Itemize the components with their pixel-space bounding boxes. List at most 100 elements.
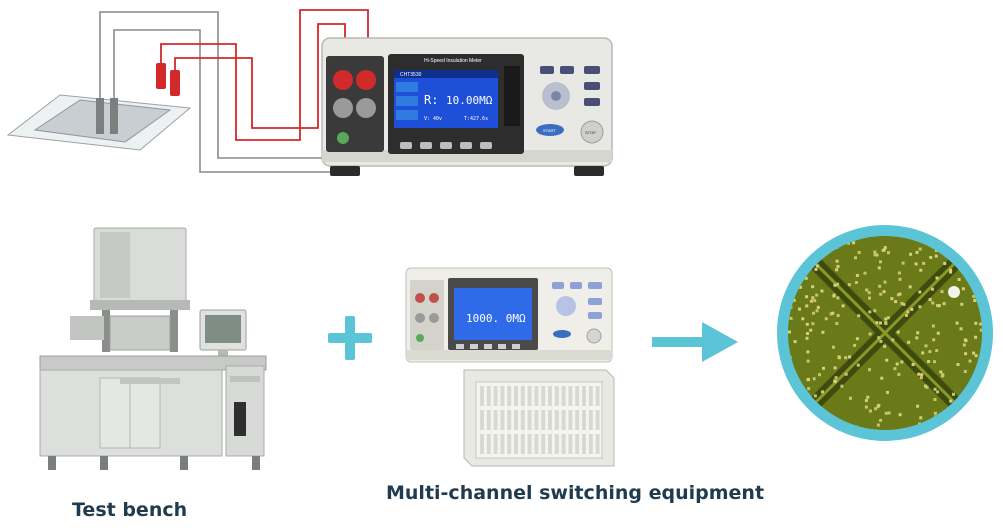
vent-slot	[548, 386, 552, 406]
pcb-pad	[863, 271, 867, 275]
pcb-pad	[943, 262, 947, 265]
pcb-pad	[806, 359, 810, 363]
vent-slot	[500, 434, 505, 454]
pcb-pad	[897, 372, 901, 376]
pcb-pad	[835, 322, 839, 325]
pcb-pad	[815, 293, 819, 297]
pcb-pad	[868, 332, 872, 336]
pcb-pad	[855, 274, 859, 277]
pcb-pad	[939, 370, 943, 374]
pcb-pad	[940, 290, 944, 294]
right-arrow-icon	[652, 322, 740, 362]
pcb-pad	[931, 324, 935, 328]
pcb-pad	[934, 254, 938, 258]
vent-slot	[480, 434, 484, 454]
gray-wires	[99, 11, 345, 173]
vent-slot	[575, 434, 580, 454]
pcb-pad	[844, 372, 848, 376]
pcb-pad	[979, 322, 982, 326]
pcb-pad	[906, 310, 910, 314]
pcb-pad	[927, 360, 931, 363]
pcb-pad	[974, 321, 978, 325]
pcb-pad	[937, 304, 941, 308]
pcb-pad	[936, 331, 940, 335]
pcb-pad	[917, 372, 921, 376]
pcb-pad	[918, 247, 922, 251]
vent-slot	[520, 386, 525, 406]
pcb-pad	[805, 304, 809, 308]
pcb-pad	[935, 349, 939, 353]
pcb-pad	[832, 294, 836, 298]
pcb-pad	[900, 360, 904, 364]
pcb-pad	[887, 411, 891, 415]
pcb-pad	[966, 254, 970, 258]
pcb-pad	[813, 299, 817, 303]
pcb-pad	[821, 390, 824, 394]
pcb-pad	[814, 267, 818, 271]
pcb-pad	[848, 355, 852, 359]
pcb-pad	[811, 322, 815, 326]
vent-slot	[514, 410, 518, 430]
pcb-pad	[915, 250, 919, 254]
pcb-pad	[789, 316, 793, 320]
pcb-pad	[976, 252, 980, 256]
small-meter-reading: 1000. 0MΩ	[466, 312, 526, 325]
pcb-pad	[974, 354, 978, 358]
pcb-pad	[882, 290, 886, 294]
pcb-pad	[915, 336, 919, 340]
pcb-pad	[961, 287, 965, 291]
vent-slot	[554, 386, 559, 406]
vent-slot	[534, 434, 539, 454]
pcb-pad	[801, 317, 805, 321]
pcb-pad	[811, 285, 815, 289]
pcb-pad	[933, 398, 937, 401]
pcb-pad	[968, 359, 972, 363]
pcb-pad	[877, 266, 881, 270]
pcb-pad	[896, 330, 900, 334]
pcb-pad	[981, 238, 982, 242]
pcb-pad	[883, 246, 887, 250]
vent-slot	[561, 386, 566, 406]
pcb-pad	[841, 304, 845, 308]
pcb-pad	[919, 416, 923, 420]
pcb-pad	[847, 283, 851, 287]
pcb-pad	[804, 249, 808, 253]
pcb-pad	[916, 404, 920, 408]
vent-slot	[588, 386, 593, 406]
test-bench	[39, 227, 267, 470]
switching-equipment: 1000. 0MΩ	[405, 267, 615, 467]
pcb-pad	[805, 336, 809, 340]
reading-label: R:	[424, 93, 438, 107]
pcb-pad	[873, 309, 877, 313]
pcb-pad	[833, 379, 837, 383]
pcb-pad	[940, 428, 944, 430]
pcb-pad	[809, 328, 813, 332]
pcb-pad	[955, 321, 959, 325]
pcb-image	[777, 225, 993, 441]
vent-slot	[520, 434, 525, 454]
pcb-pad	[788, 330, 791, 334]
pcb-pad	[883, 344, 887, 348]
pcb-pad	[929, 256, 933, 259]
pcb-pad	[895, 362, 899, 366]
pcb-pad	[798, 307, 801, 311]
pcb-pad-white	[948, 286, 960, 298]
pcb-pad	[890, 297, 894, 301]
red-wires	[160, 9, 369, 141]
pcb-pad	[879, 418, 883, 422]
pcb-pad	[949, 268, 953, 272]
pcb-pad	[836, 314, 840, 317]
pcb-pad	[818, 373, 821, 377]
pcb-pad	[793, 340, 797, 344]
pcb-pad	[875, 253, 879, 257]
vent-slot	[527, 386, 532, 406]
pcb-pad	[811, 296, 815, 300]
pcb-pad	[804, 276, 808, 280]
pcb-pad	[865, 288, 869, 292]
pcb-pad	[974, 335, 978, 339]
pcb-pad	[916, 331, 920, 335]
pcb-pad	[918, 290, 922, 294]
pcb-pad	[829, 312, 833, 316]
pcb-pad	[834, 376, 838, 380]
pcb-pad	[856, 363, 860, 367]
